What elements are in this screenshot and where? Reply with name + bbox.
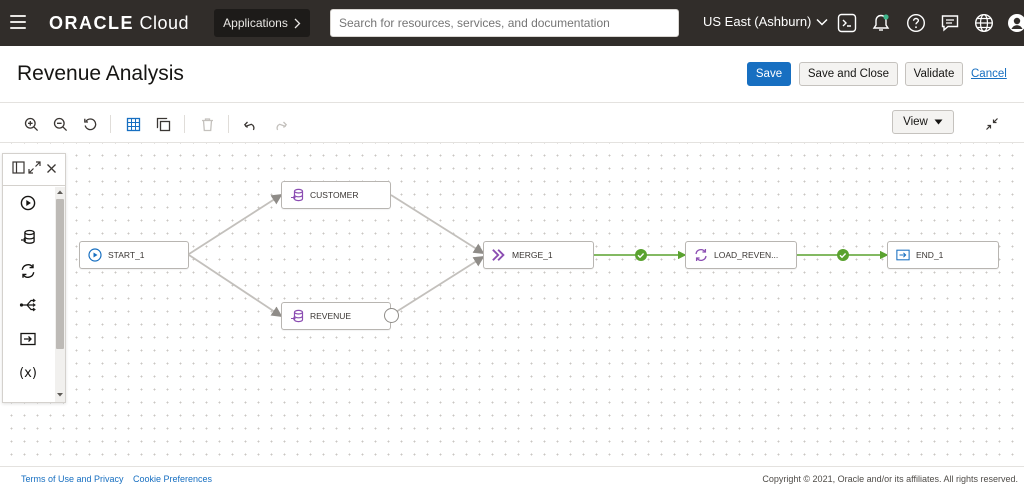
save-and-close-button[interactable]: Save and Close: [799, 62, 898, 86]
save-button[interactable]: Save: [747, 62, 791, 86]
language-globe-icon[interactable]: [973, 12, 995, 34]
grid-toggle-icon[interactable]: [125, 116, 141, 132]
cookie-preferences-link[interactable]: Cookie Preferences: [133, 474, 213, 484]
chevron-right-icon: [294, 18, 301, 28]
palette-scroll-thumb[interactable]: [56, 199, 64, 349]
validate-button[interactable]: Validate: [905, 62, 963, 86]
delete-icon: [199, 116, 215, 132]
node-label: START_1: [108, 250, 145, 260]
integration-task-icon: [290, 309, 304, 323]
node-label: END_1: [916, 250, 944, 260]
integration-task-operator-icon[interactable]: [17, 226, 39, 248]
node-label: CUSTOMER: [310, 190, 359, 200]
cloud-shell-icon[interactable]: [836, 12, 858, 34]
expression-operator-icon[interactable]: (x): [19, 365, 37, 381]
end-exit-icon: [896, 248, 910, 262]
close-icon[interactable]: [46, 161, 57, 179]
chevron-down-icon: [816, 18, 828, 26]
region-label: US East (Ashburn): [703, 14, 812, 29]
flow-node-merge[interactable]: MERGE_1: [483, 241, 594, 269]
merge-icon: [492, 248, 506, 262]
terms-link[interactable]: Terms of Use and Privacy: [21, 474, 124, 484]
hamburger-menu-icon[interactable]: [10, 15, 26, 29]
flow-node-load-revenue[interactable]: LOAD_REVEN...: [685, 241, 797, 269]
chat-feedback-icon[interactable]: [939, 12, 961, 34]
view-dropdown[interactable]: View: [892, 110, 954, 134]
cancel-link[interactable]: Cancel: [971, 68, 1007, 80]
expand-icon[interactable]: [28, 160, 41, 179]
start-operator-icon[interactable]: [17, 192, 39, 214]
pipeline-canvas[interactable]: [0, 143, 1024, 466]
zoom-out-icon[interactable]: [52, 116, 68, 132]
flow-node-end[interactable]: END_1: [887, 241, 999, 269]
scroll-down-icon[interactable]: [56, 392, 64, 398]
node-label: LOAD_REVEN...: [714, 250, 779, 260]
refresh-operator-icon[interactable]: [17, 260, 39, 282]
notifications-bell-icon[interactable]: [870, 12, 892, 34]
reset-zoom-icon[interactable]: [82, 116, 98, 132]
end-operator-icon[interactable]: [17, 328, 39, 350]
view-label: View: [903, 116, 928, 128]
refresh-task-icon: [694, 248, 708, 262]
applications-label: Applications: [223, 16, 288, 30]
scroll-up-icon[interactable]: [56, 189, 64, 195]
page-title: Revenue Analysis: [17, 62, 184, 85]
redo-icon: [272, 116, 288, 132]
flow-node-revenue[interactable]: REVENUE: [281, 302, 391, 330]
copyright-text: Copyright © 2021, Oracle and/or its affi…: [762, 474, 1018, 484]
caret-down-icon: [934, 119, 943, 125]
canvas-toolbar: [0, 102, 1024, 143]
help-icon[interactable]: [905, 12, 927, 34]
collapse-icon[interactable]: [984, 116, 1000, 132]
flow-node-start[interactable]: START_1: [79, 241, 189, 269]
page-footer: Terms of Use and Privacy Cookie Preferen…: [0, 466, 1024, 489]
user-profile-icon[interactable]: [1006, 12, 1024, 34]
node-label: MERGE_1: [512, 250, 553, 260]
zoom-in-icon[interactable]: [23, 116, 39, 132]
applications-button[interactable]: Applications: [214, 9, 310, 37]
top-navigation-bar: ORACLE Cloud Applications US East (Ashbu…: [0, 0, 1024, 46]
oracle-cloud-logo[interactable]: ORACLE Cloud: [49, 13, 190, 33]
search-input[interactable]: [330, 9, 679, 37]
integration-task-icon: [290, 188, 304, 202]
play-circle-icon: [88, 248, 102, 262]
operators-palette: (x): [2, 153, 66, 403]
output-port-handle[interactable]: [384, 308, 399, 323]
fork-operator-icon[interactable]: [17, 294, 39, 316]
copy-icon[interactable]: [155, 116, 171, 132]
palette-header: [3, 154, 65, 186]
palette-scrollbar[interactable]: [55, 187, 65, 402]
dock-panel-icon[interactable]: [12, 160, 25, 179]
undo-icon[interactable]: [242, 116, 258, 132]
region-selector[interactable]: US East (Ashburn): [703, 14, 828, 29]
flow-node-customer[interactable]: CUSTOMER: [281, 181, 391, 209]
node-label: REVENUE: [310, 311, 352, 321]
